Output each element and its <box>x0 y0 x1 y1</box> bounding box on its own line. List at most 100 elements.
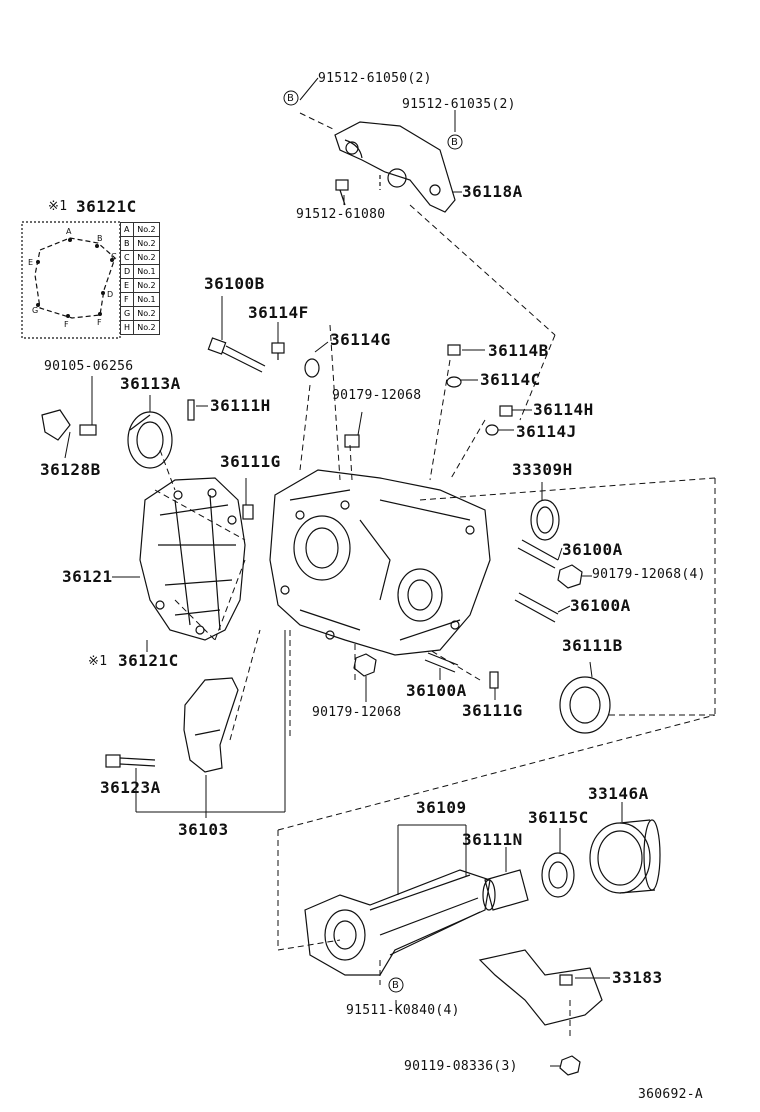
transfer-case-shape <box>269 469 491 656</box>
studs <box>242 504 559 689</box>
circle-b-letter: B <box>451 137 458 148</box>
label-36128B: 36128B <box>40 460 101 479</box>
cover-33146A-shape <box>589 819 661 894</box>
label-36114F: 36114F <box>248 303 309 322</box>
label-36111G-a: 36111G <box>220 452 281 471</box>
bolt-36123A-shape <box>105 754 156 768</box>
bolt-table-key: C <box>119 250 135 265</box>
pattern-letter: F <box>64 320 69 329</box>
bolt-table-key: F <box>119 292 135 307</box>
bushing-36111N-shape <box>482 869 529 911</box>
label-33146A: 33146A <box>588 784 649 803</box>
label-36114J: 36114J <box>516 422 577 441</box>
pattern-letter: F <box>97 318 102 327</box>
bolt-table-value: No.2 <box>133 278 160 293</box>
label-36121C-bottom: 36121C <box>118 651 179 670</box>
bolt-table-key: D <box>119 264 135 279</box>
label-91512-61035: 91512-61035(2) <box>402 97 516 112</box>
pattern-letter: E <box>28 258 34 267</box>
bolt-table-value: No.2 <box>133 306 160 321</box>
label-90179-12068-4: 90179-12068(4) <box>592 567 706 582</box>
label-36109: 36109 <box>416 798 467 817</box>
bolt-table-key: H <box>119 320 135 335</box>
label-91511-K0840: 91511-K0840(4) <box>346 1003 460 1018</box>
label-36111B: 36111B <box>562 636 623 655</box>
dashed-leader-lines <box>154 112 716 1040</box>
label-36111H: 36111H <box>210 396 271 415</box>
label-36100A-c: 36100A <box>406 681 467 700</box>
label-36118A: 36118A <box>462 182 523 201</box>
label-36111N: 36111N <box>462 830 523 849</box>
label-33309H: 33309H <box>512 460 573 479</box>
seal-36113A-shape <box>127 411 173 469</box>
bolt-table-value: No.2 <box>133 222 160 237</box>
circle-b-letter: B <box>392 980 399 991</box>
pattern-letter: A <box>66 227 72 236</box>
small-bolts <box>79 342 513 448</box>
pattern-letter: G <box>32 306 39 315</box>
label-36114C: 36114C <box>480 370 541 389</box>
label-36103: 36103 <box>178 820 229 839</box>
bolt-table-key: A <box>119 222 135 237</box>
bolt-91512-61080-shape <box>335 179 349 206</box>
label-36121: 36121 <box>62 567 113 586</box>
leader-lines <box>64 77 623 1067</box>
circle-b-marker <box>388 977 404 993</box>
bolt-table-key: B <box>119 236 135 251</box>
pattern-letter: D <box>107 290 114 299</box>
bolt-table-value: No.1 <box>133 264 160 279</box>
note-mark: ※1 <box>48 199 68 214</box>
pattern-letter: C <box>111 252 117 261</box>
seal-36115C-shape <box>541 852 575 898</box>
label-91512-61050: 91512-61050(2) <box>318 71 432 86</box>
label-36121C-top: 36121C <box>76 197 137 216</box>
bracket-36118A-shape <box>334 121 456 213</box>
label-33183: 33183 <box>612 968 663 987</box>
pattern-letter: B <box>97 234 103 243</box>
label-36111G-b: 36111G <box>462 701 523 720</box>
protector-36103-shape <box>183 677 239 773</box>
bolt-table-value: No.1 <box>133 292 160 307</box>
label-36123A: 36123A <box>100 778 161 797</box>
label-36114H: 36114H <box>533 400 594 419</box>
bolt-table-value: No.2 <box>133 236 160 251</box>
label-90179-12068-a: 90179-12068 <box>332 388 422 403</box>
extension-housing-36109-shape <box>304 869 491 976</box>
label-36114G: 36114G <box>330 330 391 349</box>
cover-36121-shape <box>139 477 246 641</box>
bolt-table-value: No.2 <box>133 320 160 335</box>
bolt-90119-08336-shape <box>559 1055 581 1076</box>
circle-b-marker <box>447 134 463 150</box>
label-90179-12068-b: 90179-12068 <box>312 705 402 720</box>
label-36100A-b: 36100A <box>570 596 631 615</box>
note-mark-2: ※1 <box>88 654 108 669</box>
label-36113A: 36113A <box>120 374 181 393</box>
bolt-pattern-box <box>21 221 121 339</box>
circle-b-marker <box>283 90 299 106</box>
bolt-table-value: No.2 <box>133 250 160 265</box>
seal-36111B-shape <box>559 676 611 734</box>
bolt-36100B-shape <box>207 337 266 373</box>
circle-b-markers <box>283 90 463 993</box>
label-90119-08336: 90119-08336(3) <box>404 1059 518 1074</box>
bracket-33183-shape <box>478 949 603 1026</box>
label-36115C: 36115C <box>528 808 589 827</box>
bolt-table-key: E <box>119 278 135 293</box>
bolt-table-key: G <box>119 306 135 321</box>
label-36114B: 36114B <box>488 341 549 360</box>
bracket-36128B-shape <box>41 409 71 441</box>
label-91512-61080: 91512-61080 <box>296 207 386 222</box>
label-36100A-a: 36100A <box>562 540 623 559</box>
label-36100B: 36100B <box>204 274 265 293</box>
